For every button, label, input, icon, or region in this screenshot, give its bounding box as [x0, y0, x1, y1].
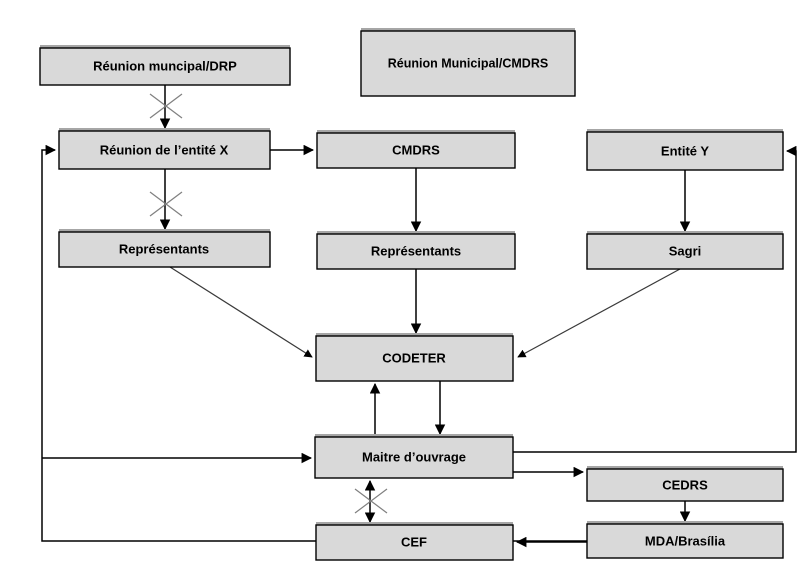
node-label: Entité Y	[661, 143, 709, 158]
node-maitre-douvrage[interactable]: Maitre d’ouvrage	[314, 434, 514, 479]
node-label: CEF	[401, 534, 427, 549]
blocked-cross-icon	[354, 488, 388, 514]
blocked-cross-icon	[149, 93, 183, 119]
node-label: Représentants	[119, 241, 209, 256]
node-representants-mid[interactable]: Représentants	[316, 231, 516, 270]
node-reunion-muncipal-drp[interactable]: Réunion muncipal/DRP	[39, 45, 291, 86]
node-reunion-municipal-cmdrs[interactable]: Réunion Municipal/CMDRS	[360, 28, 576, 97]
edge-entite-x-to-representants	[149, 169, 183, 231]
node-label: CODETER	[382, 350, 446, 365]
node-label: CMDRS	[392, 142, 440, 157]
edge-maitre-to-cef	[354, 479, 388, 524]
node-representants-left[interactable]: Représentants	[58, 229, 271, 268]
node-codeter[interactable]: CODETER	[315, 333, 514, 382]
node-cedrs[interactable]: CEDRS	[586, 466, 784, 502]
edge-sagri-to-codeter	[517, 268, 681, 358]
node-label: Réunion muncipal/DRP	[93, 58, 237, 73]
node-label: Représentants	[371, 243, 461, 258]
edge-representants-left-to-codeter	[169, 266, 313, 358]
node-reunion-entite-x[interactable]: Réunion de l’entité X	[58, 128, 271, 170]
node-mda-brasilia[interactable]: MDA/Brasília	[586, 521, 784, 559]
nodes-layer: Réunion muncipal/DRP Réunion Municipal/C…	[39, 28, 784, 561]
node-label: Sagri	[669, 243, 702, 258]
edge-drp-to-entite-x	[149, 85, 183, 130]
node-label: Réunion Municipal/CMDRS	[388, 56, 548, 70]
edge-mda-to-maitre	[41, 144, 587, 542]
edges-layer	[41, 85, 797, 548]
blocked-cross-icon	[149, 191, 183, 217]
node-cef[interactable]: CEF	[315, 522, 514, 561]
edge-maitre-to-entite-y	[513, 145, 797, 453]
node-cmdrs[interactable]: CMDRS	[316, 130, 516, 169]
node-entite-y[interactable]: Entité Y	[586, 129, 784, 171]
node-label: Maitre d’ouvrage	[362, 449, 466, 464]
node-label: Réunion de l’entité X	[100, 142, 229, 157]
node-label: MDA/Brasília	[645, 533, 726, 548]
node-label: CEDRS	[662, 477, 708, 492]
node-sagri[interactable]: Sagri	[586, 231, 784, 270]
